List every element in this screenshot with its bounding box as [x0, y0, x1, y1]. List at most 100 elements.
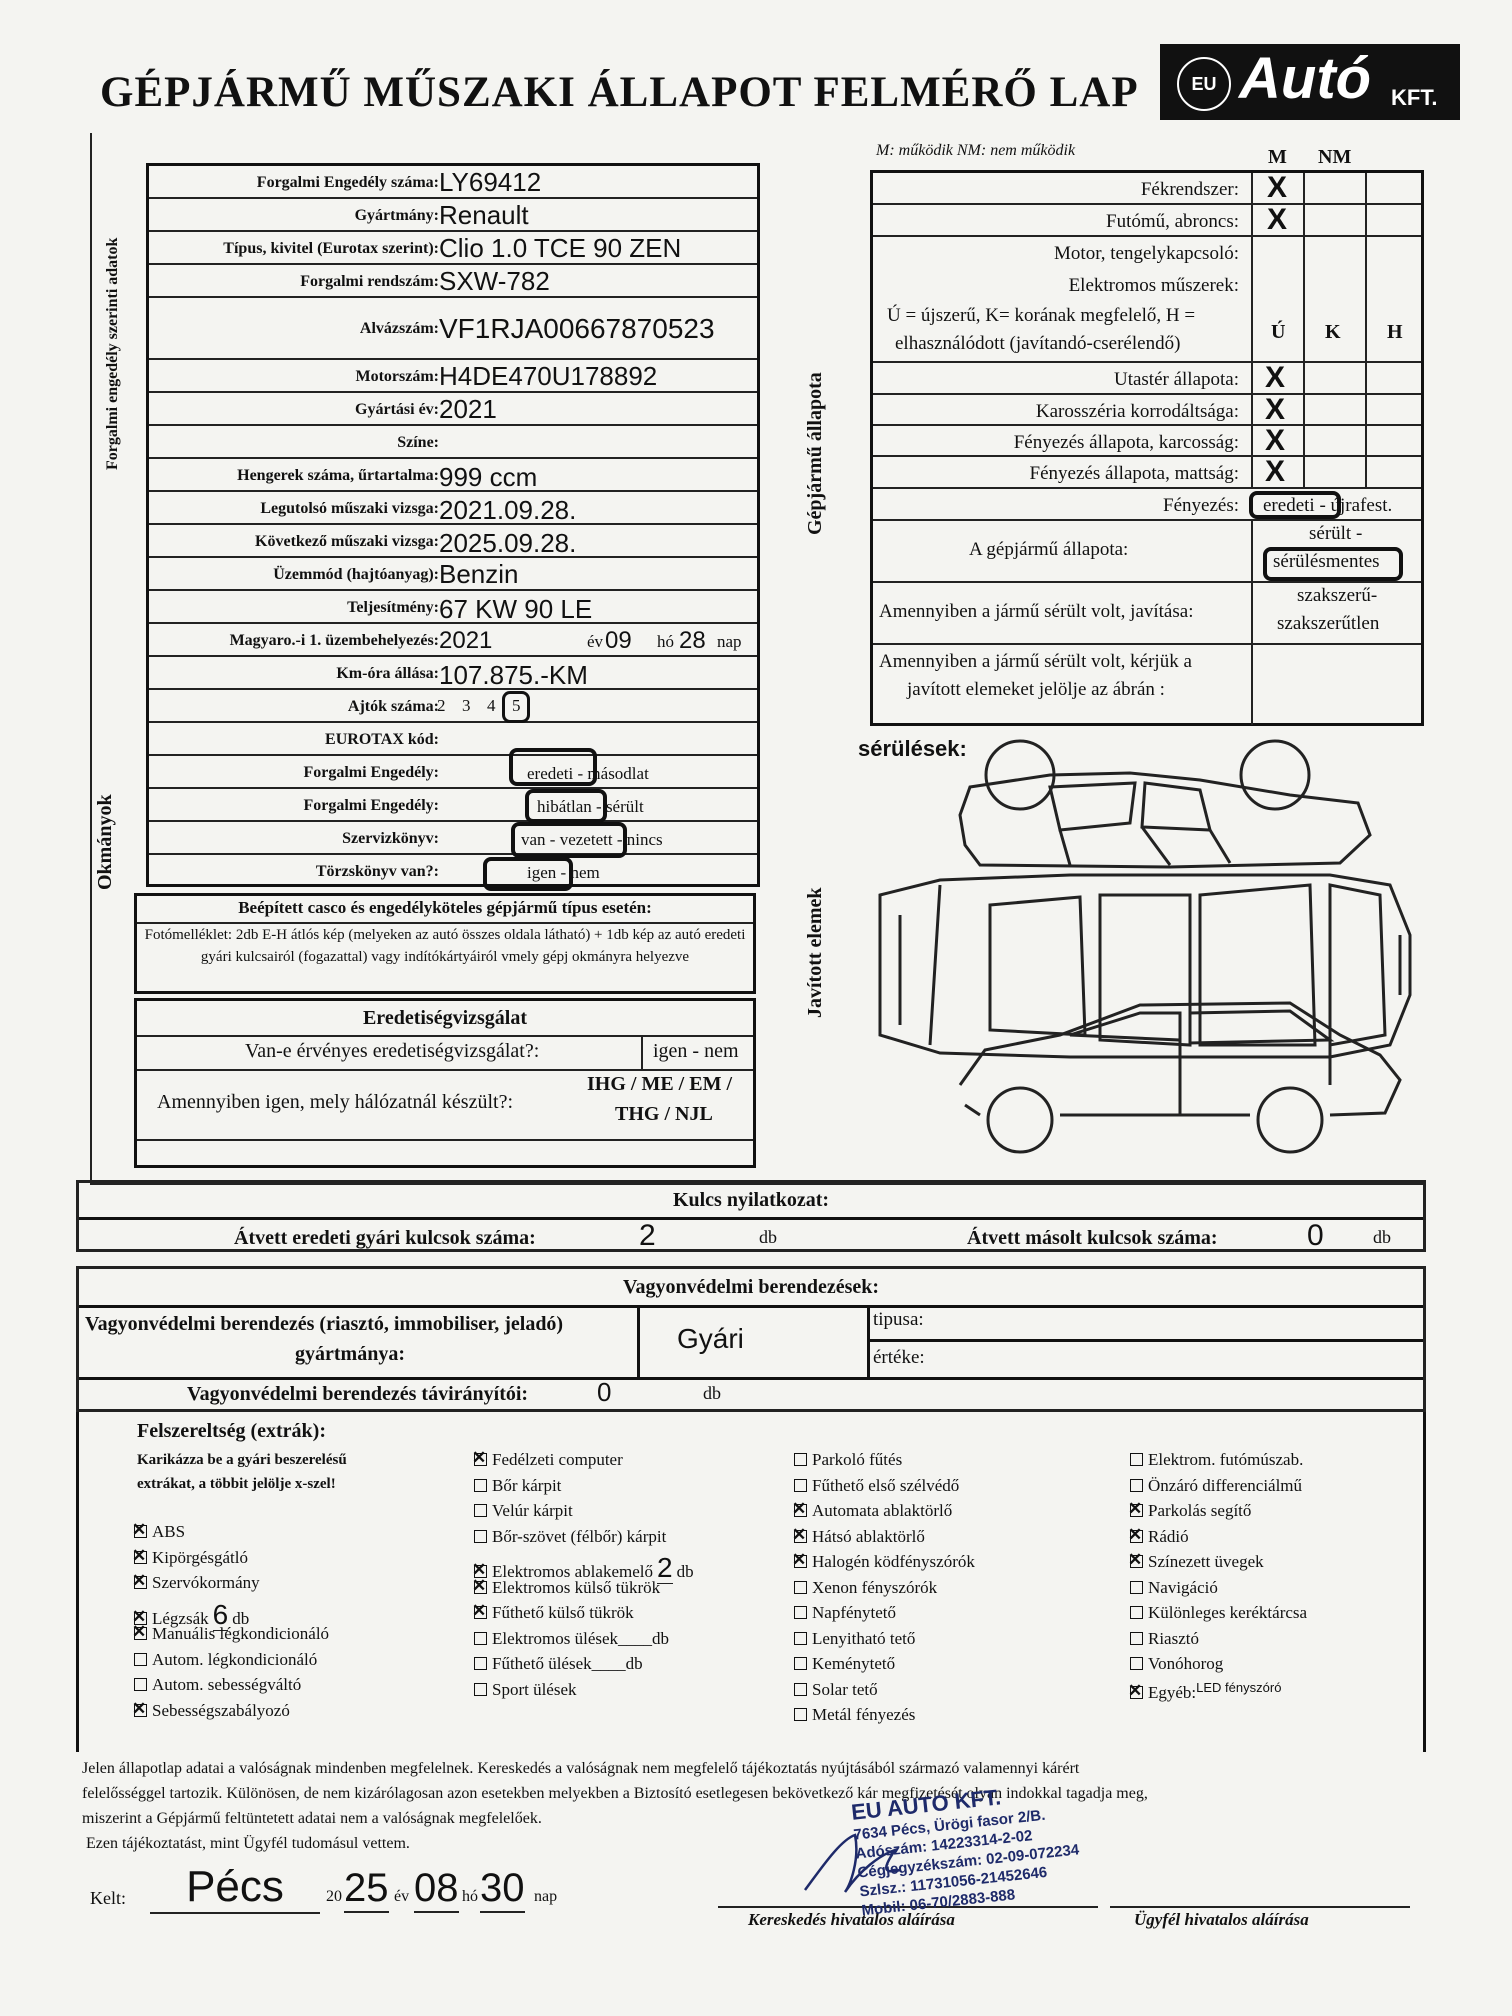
keys-copy-unit: db: [1373, 1227, 1391, 1247]
equipment-checkbox[interactable]: [794, 1478, 807, 1492]
equipment-item[interactable]: Fűthető ülések____db: [474, 1654, 643, 1674]
equipment-item[interactable]: Szervókormány: [132, 1571, 260, 1593]
equipment-checkbox[interactable]: [794, 1453, 807, 1466]
equipment-checkbox[interactable]: [794, 1657, 807, 1670]
equipment-checkbox[interactable]: [474, 1529, 487, 1543]
equipment-item[interactable]: Bőr kárpit: [474, 1476, 561, 1496]
equipment-checkbox[interactable]: [1130, 1478, 1143, 1492]
equipment-checkbox[interactable]: [1130, 1631, 1143, 1645]
vehicle-state-row: A gépjármű állapota: sérült - sérülésmen…: [873, 521, 1421, 583]
equipment-checkbox[interactable]: [794, 1682, 807, 1696]
equipment-item[interactable]: Kipörgésgátló: [132, 1546, 248, 1568]
equipment-item[interactable]: Metál fényezés: [794, 1705, 915, 1725]
state-label: Utastér állapota:: [1113, 369, 1239, 390]
equipment-checkbox[interactable]: [474, 1682, 487, 1696]
equipment-checkbox[interactable]: [472, 1576, 487, 1596]
equipment-item[interactable]: Velúr kárpit: [474, 1501, 573, 1521]
equipment-checkbox[interactable]: [1128, 1525, 1143, 1545]
equipment-item[interactable]: Fűthető első szélvédő: [794, 1476, 959, 1496]
equipment-item[interactable]: Xenon fényszórók: [794, 1578, 937, 1598]
equipment-item[interactable]: Sport ülések: [474, 1680, 577, 1700]
equipment-checkbox[interactable]: [474, 1478, 487, 1492]
eurotax-row: EUROTAX kód:: [149, 723, 757, 756]
equipment-checkbox[interactable]: [792, 1525, 807, 1545]
originality-title: Eredetiségvizsgálat: [137, 1001, 753, 1037]
vehicle-data-table: Forgalmi Engedély száma: LY69412 Gyártmá…: [146, 163, 760, 891]
equipment-item[interactable]: Keménytető: [794, 1654, 895, 1674]
equipment-label: Elektromos ülések____db: [492, 1628, 670, 1648]
equipment-item[interactable]: Fűthető külső tükrök: [472, 1601, 634, 1623]
equipment-label: Hátsó ablaktörlő: [812, 1526, 925, 1546]
equipment-checkbox[interactable]: [1128, 1681, 1143, 1701]
equipment-checkbox[interactable]: [132, 1622, 147, 1642]
vehicle-value: Renault: [439, 200, 529, 230]
equipment-item[interactable]: Navigáció: [1130, 1578, 1218, 1598]
equipment-checkbox[interactable]: [1130, 1657, 1143, 1670]
equipment-item[interactable]: Vonóhorog: [1130, 1654, 1223, 1674]
keys-orig-value: 2: [639, 1219, 656, 1252]
equipment-item[interactable]: ABS: [132, 1520, 185, 1542]
equipment-item[interactable]: Elektrom. futómúszab.: [1130, 1450, 1303, 1470]
equipment-checkbox[interactable]: [474, 1631, 487, 1645]
equipment-item[interactable]: Bőr-szövet (félbőr) kárpit: [474, 1527, 666, 1547]
equipment-checkbox[interactable]: [794, 1631, 807, 1645]
equipment-item[interactable]: Elektromos külső tükrök: [472, 1576, 660, 1598]
equipment-item[interactable]: Automata ablaktörlő: [792, 1499, 952, 1521]
equipment-item[interactable]: Különleges keréktárcsa: [1130, 1603, 1307, 1623]
equipment-checkbox[interactable]: [474, 1657, 487, 1670]
equipment-item[interactable]: Solar tető: [794, 1680, 878, 1700]
equipment-item[interactable]: Parkolás segítő: [1128, 1499, 1251, 1521]
security-title: Vagyonvédelmi berendezések:: [79, 1269, 1423, 1308]
originality-networks: THG / NJL: [615, 1103, 713, 1125]
equipment-unit: db: [676, 1562, 694, 1581]
doors-row: Ajtók száma: 2 3 4 5: [149, 690, 757, 723]
equipment-item[interactable]: Színezett üvegek: [1128, 1550, 1264, 1572]
equipment-checkbox[interactable]: [1128, 1499, 1143, 1519]
equipment-item[interactable]: Parkoló fűtés: [794, 1450, 902, 1470]
repair-option: szakszerűtlen: [1277, 613, 1380, 634]
equipment-checkbox[interactable]: [474, 1504, 487, 1517]
equipment-checkbox[interactable]: [792, 1550, 807, 1570]
equipment-checkbox[interactable]: [134, 1652, 147, 1666]
car-diagram[interactable]: [870, 735, 1440, 1155]
equipment-checkbox[interactable]: [132, 1571, 147, 1591]
equipment-item[interactable]: Fedélzeti computer: [472, 1448, 623, 1470]
equipment-checkbox[interactable]: [1130, 1606, 1143, 1619]
equipment-checkbox[interactable]: [132, 1546, 147, 1566]
equipment-item[interactable]: Manuális légkondicionáló: [132, 1622, 329, 1644]
equipment-checkbox[interactable]: [472, 1448, 487, 1468]
equipment-item[interactable]: Rádió: [1128, 1525, 1189, 1547]
equipment-item[interactable]: Egyéb:LED fényszóró: [1128, 1680, 1281, 1703]
state-mark: X: [1265, 361, 1286, 394]
equipment-label: Bőr kárpit: [492, 1475, 562, 1495]
equipment-checkbox[interactable]: [134, 1678, 147, 1691]
equipment-item[interactable]: Önzáró differenciálmű: [1130, 1476, 1302, 1496]
equipment-checkbox[interactable]: [1130, 1453, 1143, 1466]
equipment-checkbox[interactable]: [1128, 1550, 1143, 1570]
security-maker-value: Gyári: [677, 1323, 744, 1354]
equipment-checkbox[interactable]: [472, 1601, 487, 1621]
equipment-item[interactable]: Lenyitható tető: [794, 1629, 915, 1649]
equipment-item[interactable]: Autom. légkondicionáló: [134, 1650, 317, 1670]
doors-option-selected: 5: [512, 696, 521, 715]
equipment-item[interactable]: Sebességszabályozó: [132, 1699, 290, 1721]
equipment-count: 2: [656, 1552, 673, 1584]
equipment-item[interactable]: Halogén ködfényszórók: [792, 1550, 975, 1572]
equipment-item[interactable]: Elektromos ülések____db: [474, 1629, 669, 1649]
equipment-item[interactable]: Autom. sebességváltó: [134, 1675, 301, 1695]
equipment-item[interactable]: Napfénytető: [794, 1603, 896, 1623]
equipment-checkbox[interactable]: [792, 1499, 807, 1519]
equipment-checkbox[interactable]: [132, 1520, 147, 1540]
equipment-item[interactable]: Hátsó ablaktörlő: [792, 1525, 925, 1547]
equipment-checkbox[interactable]: [1130, 1580, 1143, 1594]
equipment-checkbox[interactable]: [794, 1606, 807, 1619]
equipment-label: Elektrom. futómúszab.: [1148, 1450, 1304, 1469]
equipment-checkbox[interactable]: [794, 1580, 807, 1594]
equipment-checkbox[interactable]: [132, 1699, 147, 1719]
equipment-label: Keménytető: [812, 1654, 896, 1673]
equipment-checkbox[interactable]: [794, 1708, 807, 1721]
equipment-item[interactable]: Riasztó: [1130, 1629, 1199, 1649]
vehicle-label: Típus, kivitel (Eurotax szerint):: [223, 240, 439, 257]
